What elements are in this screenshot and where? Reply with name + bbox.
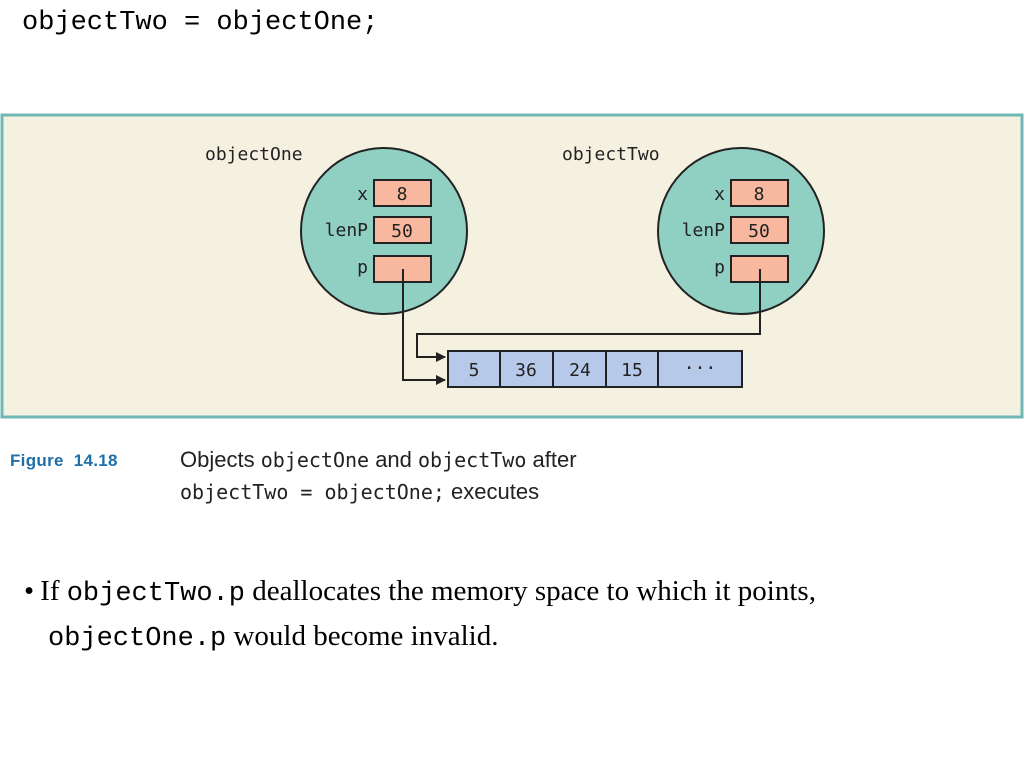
bullet-text: If xyxy=(40,575,67,607)
diagram-svg: objectOne x 8 lenP 50 p objectTwo x 8 le… xyxy=(0,113,1024,419)
caption-line-2: objectTwo = objectOne; executes xyxy=(180,476,577,508)
caption-text: after xyxy=(526,447,577,472)
object-two-x-value: 8 xyxy=(754,184,765,205)
object-two-name: objectTwo xyxy=(562,144,660,165)
object-one-x-box xyxy=(373,179,432,207)
object-two-lenp-box xyxy=(730,216,789,244)
object-one-x-label: x xyxy=(357,184,368,205)
object-two-p-label: p xyxy=(714,257,725,278)
caption-code: objectTwo = objectOne; xyxy=(180,480,445,504)
bullet-text: would become invalid. xyxy=(226,620,499,652)
array-cell-box xyxy=(447,350,501,388)
object-two-x-box xyxy=(730,179,789,207)
object-two-x-label: x xyxy=(714,184,725,205)
object-one-lenp-label: lenP xyxy=(325,220,369,241)
array-cell-box xyxy=(499,350,554,388)
caption-line-1: Objects objectOne and objectTwo after xyxy=(180,444,577,476)
figure-caption: Objects objectOne and objectTwo after ob… xyxy=(180,444,577,508)
caption-text: Objects xyxy=(180,447,261,472)
object-one-x-value: 8 xyxy=(397,184,408,205)
array-cell-box xyxy=(605,350,659,388)
object-one-lenp-value: 50 xyxy=(391,221,413,242)
object-one-lenp-box xyxy=(373,216,432,244)
caption-code: objectOne xyxy=(260,448,370,472)
bullet-line-2: objectOne.p would become invalid. xyxy=(24,615,1014,660)
caption-code: objectTwo xyxy=(418,448,527,472)
caption-text: executes xyxy=(444,479,540,504)
bullet-text: deallocates the memory space to which it… xyxy=(244,575,816,607)
array-cell-box xyxy=(657,350,743,388)
bullet-point: •If objectTwo.p deallocates the memory s… xyxy=(24,570,1014,660)
pointer-arrow-two xyxy=(416,269,761,362)
pointer-arrow-one xyxy=(402,269,446,385)
object-two-lenp-label: lenP xyxy=(682,220,726,241)
figure-label: Figure 14.18 xyxy=(10,451,118,471)
object-one-name: objectOne xyxy=(205,144,303,165)
object-two-lenp-value: 50 xyxy=(748,221,770,242)
array-cell-value: 24 xyxy=(569,360,591,381)
caption-text: and xyxy=(369,447,419,472)
code-title: objectTwo = objectOne; xyxy=(22,8,379,38)
bullet-symbol: • xyxy=(24,575,35,607)
figure-word: Figure xyxy=(10,451,64,470)
bullet-code: objectTwo.p xyxy=(66,579,245,609)
object-one-p-label: p xyxy=(357,257,368,278)
figure-number: 14.18 xyxy=(73,451,118,470)
array-cell-value: 15 xyxy=(621,360,643,381)
bullet-code: objectOne.p xyxy=(48,624,227,654)
memory-diagram: objectOne x 8 lenP 50 p objectTwo x 8 le… xyxy=(0,113,1024,421)
array-cell-value: 36 xyxy=(515,360,537,381)
array-cell-value: ··· xyxy=(684,358,717,379)
array-cell-value: 5 xyxy=(469,360,480,381)
